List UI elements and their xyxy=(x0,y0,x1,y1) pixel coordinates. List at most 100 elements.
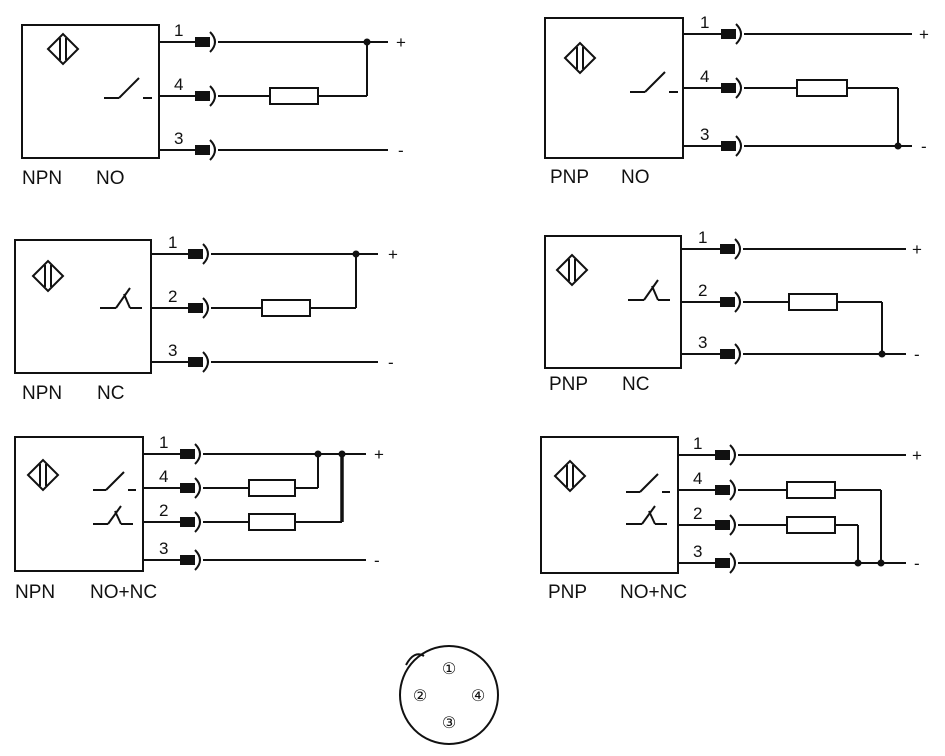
sensor-body xyxy=(540,436,679,574)
load-resistor xyxy=(269,87,319,105)
external-wiring xyxy=(203,453,366,561)
no-switch-symbol xyxy=(93,471,136,491)
pin-1-label: 1 xyxy=(159,433,168,452)
plug-connector-icon xyxy=(195,31,216,161)
pin-wires xyxy=(683,33,722,147)
connector-outline xyxy=(399,645,499,745)
inductive-sensor-icon xyxy=(555,253,589,287)
pin-1-label: 1 xyxy=(174,21,183,40)
external-wiring xyxy=(738,454,906,564)
pin-3-label: 3 xyxy=(174,129,183,148)
nc-switch-symbol xyxy=(626,505,667,525)
pin-3-label: 3 xyxy=(700,125,709,144)
load-resistor-no xyxy=(248,479,296,497)
diagram-npn-no: 1 4 3 + - NPN NO xyxy=(21,21,406,189)
pin-wires xyxy=(681,248,721,355)
load-resistor xyxy=(796,79,848,97)
pin-wires xyxy=(151,253,189,363)
junction-dot xyxy=(878,350,886,358)
sensor-body xyxy=(14,436,144,572)
minus-label: - xyxy=(921,137,927,156)
pin-1-label: 1 xyxy=(693,434,702,453)
minus-label: - xyxy=(374,551,380,570)
pin-2-label: 2 xyxy=(168,287,177,306)
junction-dot xyxy=(352,250,360,258)
inductive-sensor-icon xyxy=(31,259,65,293)
load-resistor-nc xyxy=(786,516,836,534)
diagram-pnp-no-nc: 1 4 2 3 + - PNP NO+N xyxy=(540,434,922,603)
pin-wires xyxy=(678,454,716,564)
sensor-body xyxy=(544,17,684,159)
minus-label: - xyxy=(914,345,920,364)
pin-2-label: 2 xyxy=(693,504,702,523)
type-label: PNP xyxy=(548,582,587,603)
type-label: PNP xyxy=(550,167,589,188)
diagram-pnp-nc: 1 2 3 + - PNP NC xyxy=(544,228,922,395)
pin-2-label: 2 xyxy=(159,501,168,520)
external-wiring xyxy=(744,33,912,147)
plus-label: + xyxy=(912,446,922,465)
pin-wires xyxy=(159,41,196,151)
no-switch-symbol xyxy=(104,77,152,99)
plug-connector-icon xyxy=(188,243,209,373)
load-resistor-no xyxy=(786,481,836,499)
load-resistor xyxy=(788,293,838,311)
connector-pin-2: ② xyxy=(413,688,427,705)
plug-connector-icon xyxy=(180,443,201,571)
load-resistor xyxy=(261,299,311,317)
pin-wires xyxy=(143,453,181,561)
pin-3-label: 3 xyxy=(159,539,168,558)
connector-pinout: ① ② ③ ④ xyxy=(399,645,499,745)
external-wiring xyxy=(743,248,906,355)
pin-3-label: 3 xyxy=(693,542,702,561)
nc-switch-symbol xyxy=(628,279,670,301)
inductive-sensor-icon xyxy=(563,41,597,75)
nc-switch-symbol xyxy=(93,505,133,525)
plus-label: + xyxy=(396,33,406,52)
minus-label: - xyxy=(398,141,404,160)
junction-dot xyxy=(314,450,322,458)
mode-label: NO xyxy=(621,167,650,188)
type-label: PNP xyxy=(549,374,588,395)
plug-connector-icon xyxy=(715,444,736,574)
pin-4-label: 4 xyxy=(693,469,702,488)
external-wiring xyxy=(211,253,378,363)
mode-label: NC xyxy=(97,383,124,404)
pin-3-label: 3 xyxy=(698,333,707,352)
junction-dot xyxy=(854,559,862,567)
sensor-body xyxy=(544,235,682,369)
plus-label: + xyxy=(912,240,922,259)
inductive-sensor-icon xyxy=(553,459,587,493)
pin-4-label: 4 xyxy=(700,67,709,86)
inductive-sensor-icon xyxy=(46,32,80,66)
pin-4-label: 4 xyxy=(159,467,168,486)
plus-label: + xyxy=(388,245,398,264)
type-label: NPN xyxy=(15,582,55,603)
external-wiring xyxy=(218,41,388,151)
mode-label: NO xyxy=(96,168,125,189)
pin-3-label: 3 xyxy=(168,341,177,360)
junction-dot xyxy=(877,559,885,567)
mode-label: NO+NC xyxy=(90,582,157,603)
pin-4-label: 4 xyxy=(174,75,183,94)
pin-1-label: 1 xyxy=(168,233,177,252)
plus-label: + xyxy=(374,445,384,464)
sensor-body xyxy=(21,24,160,159)
nc-switch-symbol xyxy=(100,287,142,309)
connector-pin-1: ① xyxy=(442,661,456,678)
junction-dot xyxy=(894,142,902,150)
load-resistor-nc xyxy=(248,513,296,531)
minus-label: - xyxy=(388,353,394,372)
pin-1-label: 1 xyxy=(700,13,709,32)
diagram-npn-no-nc: 1 4 2 3 + - NPN NO+N xyxy=(14,433,384,603)
diagram-pnp-no: 1 4 3 + - PNP NO xyxy=(544,13,929,188)
mode-label: NC xyxy=(622,374,649,395)
inductive-sensor-icon xyxy=(26,458,60,492)
connector-pin-4: ④ xyxy=(471,688,485,705)
pin-2-label: 2 xyxy=(698,281,707,300)
plus-label: + xyxy=(919,25,929,44)
connector-key-notch xyxy=(405,653,425,666)
plug-connector-icon xyxy=(721,23,742,157)
connector-pin-3: ③ xyxy=(442,715,456,732)
